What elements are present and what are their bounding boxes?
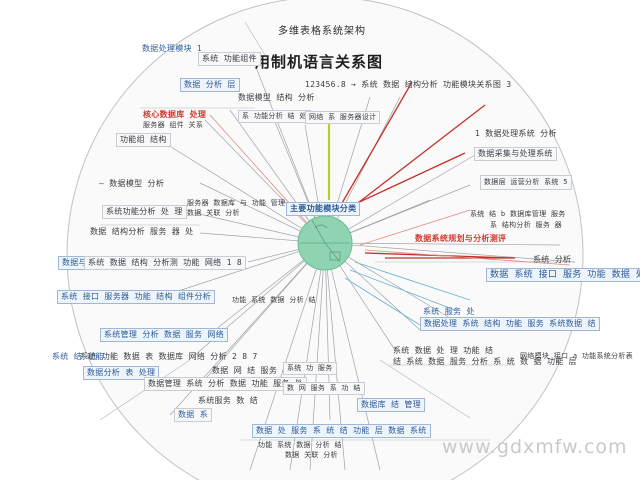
node-label: 结 系统 数据 服务 分析 系 统 数 据 功能 层 [393,357,577,366]
node-label: 1 数据处理系统 分析 [475,129,557,138]
node-label: 系统 功 服务 [283,362,337,375]
node-label: 系 功能分析 结 处 [238,110,311,123]
node-label: 系 结构分析 服务 器 [490,221,562,229]
node-label: 数据模型 结构 分析 [238,93,315,102]
node-label: 数据 关联 分析 [187,209,240,217]
node-label: 系统 结 功能 [52,352,104,361]
node-label: 系统 数据 结构 分析测 功能 网络 1 8 [84,256,246,270]
center-node-label: 主要功能模块分类 [286,202,361,216]
node-label: 系统服务 数 结 [198,396,259,405]
node-label: 功能 系统 数据 分析 结 [232,296,316,304]
node-label: 网络 系 服务器设计 [305,111,381,124]
node-label: 服务器 组件 关系 [143,121,204,129]
node-label-highlight: 核心数据库 处理 [143,110,207,119]
node-label: 系统管理 分析 数据 服务 网络 [100,328,229,342]
top-caption: 多维表格系统架构 [278,26,366,37]
node-label-highlight: 数据系统规划与分析测评 [415,234,507,243]
node-label: 数据库 结 管理 [357,398,426,412]
node-label: 数据分析 表 处理 [83,366,160,380]
node-label: 系统 服务 处 [423,307,475,316]
node-label: 系统功能分析 处 理 [102,205,187,219]
node-label: 数据采集与处理系统 [474,147,557,161]
node-label: — 数据模型 分析 [99,179,165,188]
node-label: 数 网 服务 系 功 结 [283,382,365,395]
node-label: 系统 分析 [533,255,572,264]
node-label: 数据处理 系统 结构 功能 服务 系统数据 结 [420,317,600,331]
node-label: 数据 系 [174,408,213,422]
node-label: 123456.8 → 系统 数据 结构分析 功能模块关系图 3 [305,80,512,89]
node-label: 系统 结 b 数据库管理 服务 [470,210,566,218]
node-label: 数据层 运营分析 系统 5 [480,175,572,190]
node-label: 系统 接口 服务器 功能 结构 组件分析 [57,290,216,304]
node-label: 数据 分析 层 [180,78,240,92]
node-label: 功能组 结构 [116,133,171,147]
node-label: 系统 功能 数据 表 数据库 网络 分析 2 8 7 [80,352,258,361]
node-label: 系统 数据 处 理 功能 结 [393,346,494,355]
node-label: 数据 网 结 服务 器 [212,366,291,375]
watermark: www.gdxmfw.com [442,436,628,458]
node-label: 数据 关联 分析 [285,451,338,459]
node-label: 数据 结构分析 服务 器 处 [90,227,194,236]
node-label: 系统 功能组件 [198,52,261,66]
node-label: 数据 系统 接口 服务 功能 数据 处理 [486,268,640,282]
node-label: 数据处理模块 1 [142,44,203,53]
diagram-title: 用制机语言关系图 [255,53,384,71]
node-label: 数据 处 服务 系 统 结 功能 层 数据 系统 [252,424,431,438]
node-label: 服务器 数据库 与 功能 管理 [187,199,286,207]
node-label: 网络模块 接口 a 功能系统分析表 [520,352,633,360]
node-label: 功能 系统 数据 分析 结 [258,441,342,449]
